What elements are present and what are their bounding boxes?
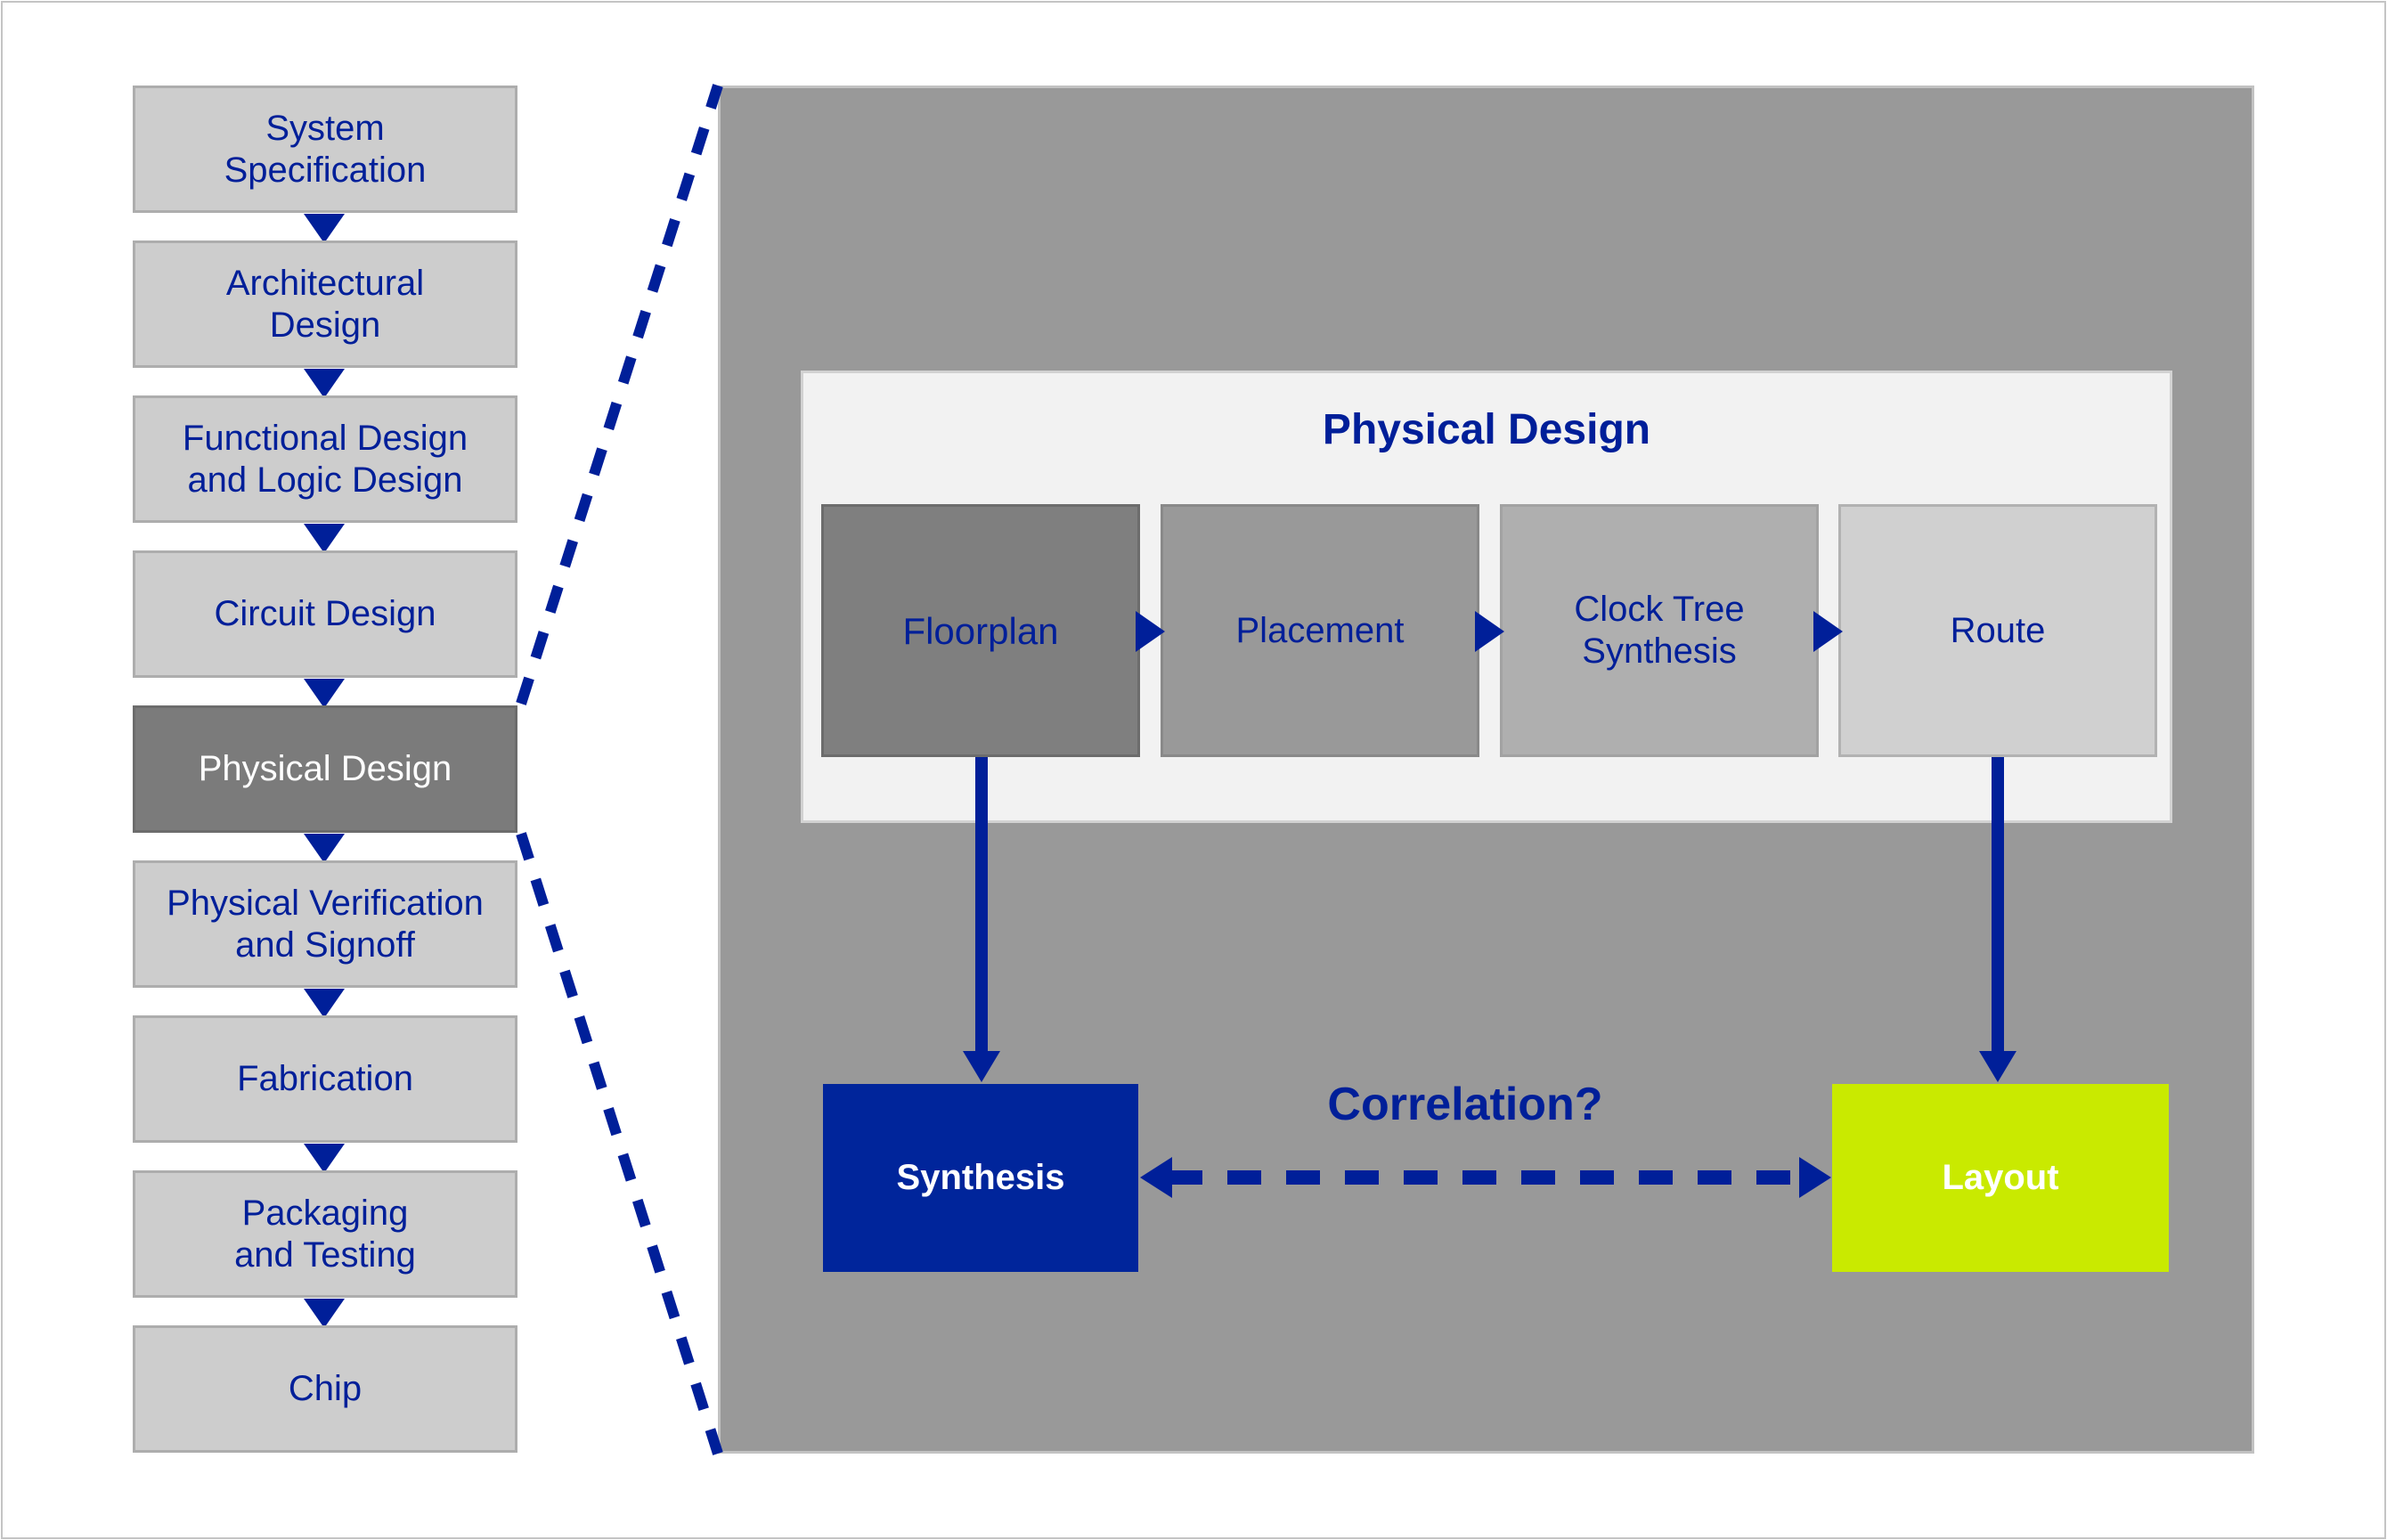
flow-step-fabrication: Fabrication <box>133 1015 517 1143</box>
flow-arrow-down-icon <box>304 834 345 863</box>
flow-arrow-down-icon <box>304 679 345 708</box>
arrow-right-icon <box>1813 611 1843 652</box>
flow-step-packaging-testing: Packaging and Testing <box>133 1170 517 1298</box>
flow-arrow-down-icon <box>304 1144 345 1173</box>
flow-step-functional-logic-design: Functional Design and Logic Design <box>133 395 517 523</box>
arrow-left-icon <box>1140 1157 1172 1198</box>
correlation-label: Correlation? <box>1327 1079 1603 1130</box>
arrow-down-icon <box>963 1051 1000 1082</box>
arrow-right-icon <box>1136 611 1165 652</box>
flow-step-chip: Chip <box>133 1325 517 1453</box>
zoom-line-bottom <box>516 832 723 1455</box>
flow-arrow-down-icon <box>304 989 345 1018</box>
synthesis-box: Synthesis <box>823 1084 1138 1272</box>
flow-arrow-down-icon <box>304 214 345 243</box>
flow-arrow-down-icon <box>304 524 345 553</box>
arrow-down-icon <box>1979 1051 2016 1082</box>
flow-arrow-down-icon <box>304 369 345 398</box>
arrow-right-icon <box>1475 611 1504 652</box>
flow-step-physical-verification: Physical Verification and Signoff <box>133 860 517 988</box>
flow-arrow-down-icon <box>304 1299 345 1328</box>
flow-step-architectural-design: Architectural Design <box>133 240 517 368</box>
zoom-line-top <box>516 84 723 705</box>
flow-step-physical-design: Physical Design <box>133 705 517 833</box>
stage-clock-tree-synthesis: Clock Tree Synthesis <box>1500 504 1819 757</box>
flow-step-circuit-design: Circuit Design <box>133 550 517 678</box>
flow-step-system-specification: System Specification <box>133 86 517 213</box>
arrow-right-icon <box>1799 1157 1831 1198</box>
stage-placement: Placement <box>1161 504 1479 757</box>
physical-design-title: Physical Design <box>1322 406 1651 453</box>
layout-box: Layout <box>1832 1084 2169 1272</box>
stage-floorplan: Floorplan <box>821 504 1140 757</box>
